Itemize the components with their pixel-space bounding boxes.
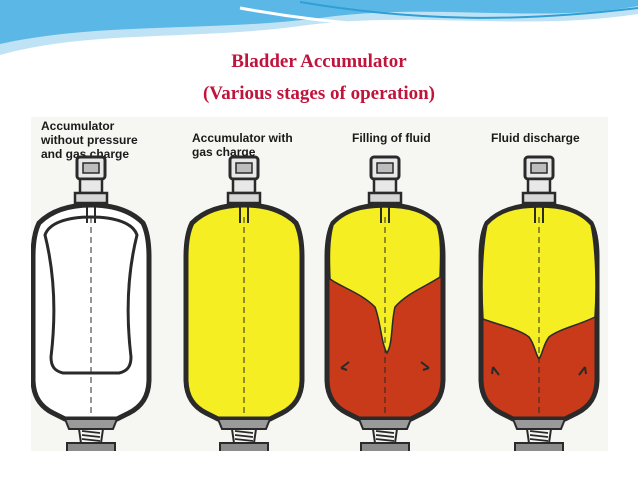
page-subtitle: (Various stages of operation) [202, 83, 436, 104]
decorative-banner [0, 0, 638, 55]
accumulator-diagram [31, 155, 608, 451]
accumulator-filling [327, 155, 443, 451]
banner-swoosh-2 [299, 1, 638, 19]
diagram-panel: Accumulator without pressure and gas cha… [31, 117, 608, 451]
page-title: Bladder Accumulator [231, 51, 407, 72]
stage-label-gas: Accumulator with gas charge [192, 131, 293, 159]
banner-swoosh [239, 6, 638, 30]
accumulator-empty [33, 155, 149, 451]
stage-label-discharge: Fluid discharge [491, 131, 580, 145]
stage-label-filling: Filling of fluid [352, 131, 431, 145]
accumulator-gas-charge [186, 155, 302, 451]
accumulator-discharge [481, 155, 597, 451]
banner-wave-dark [0, 0, 638, 44]
